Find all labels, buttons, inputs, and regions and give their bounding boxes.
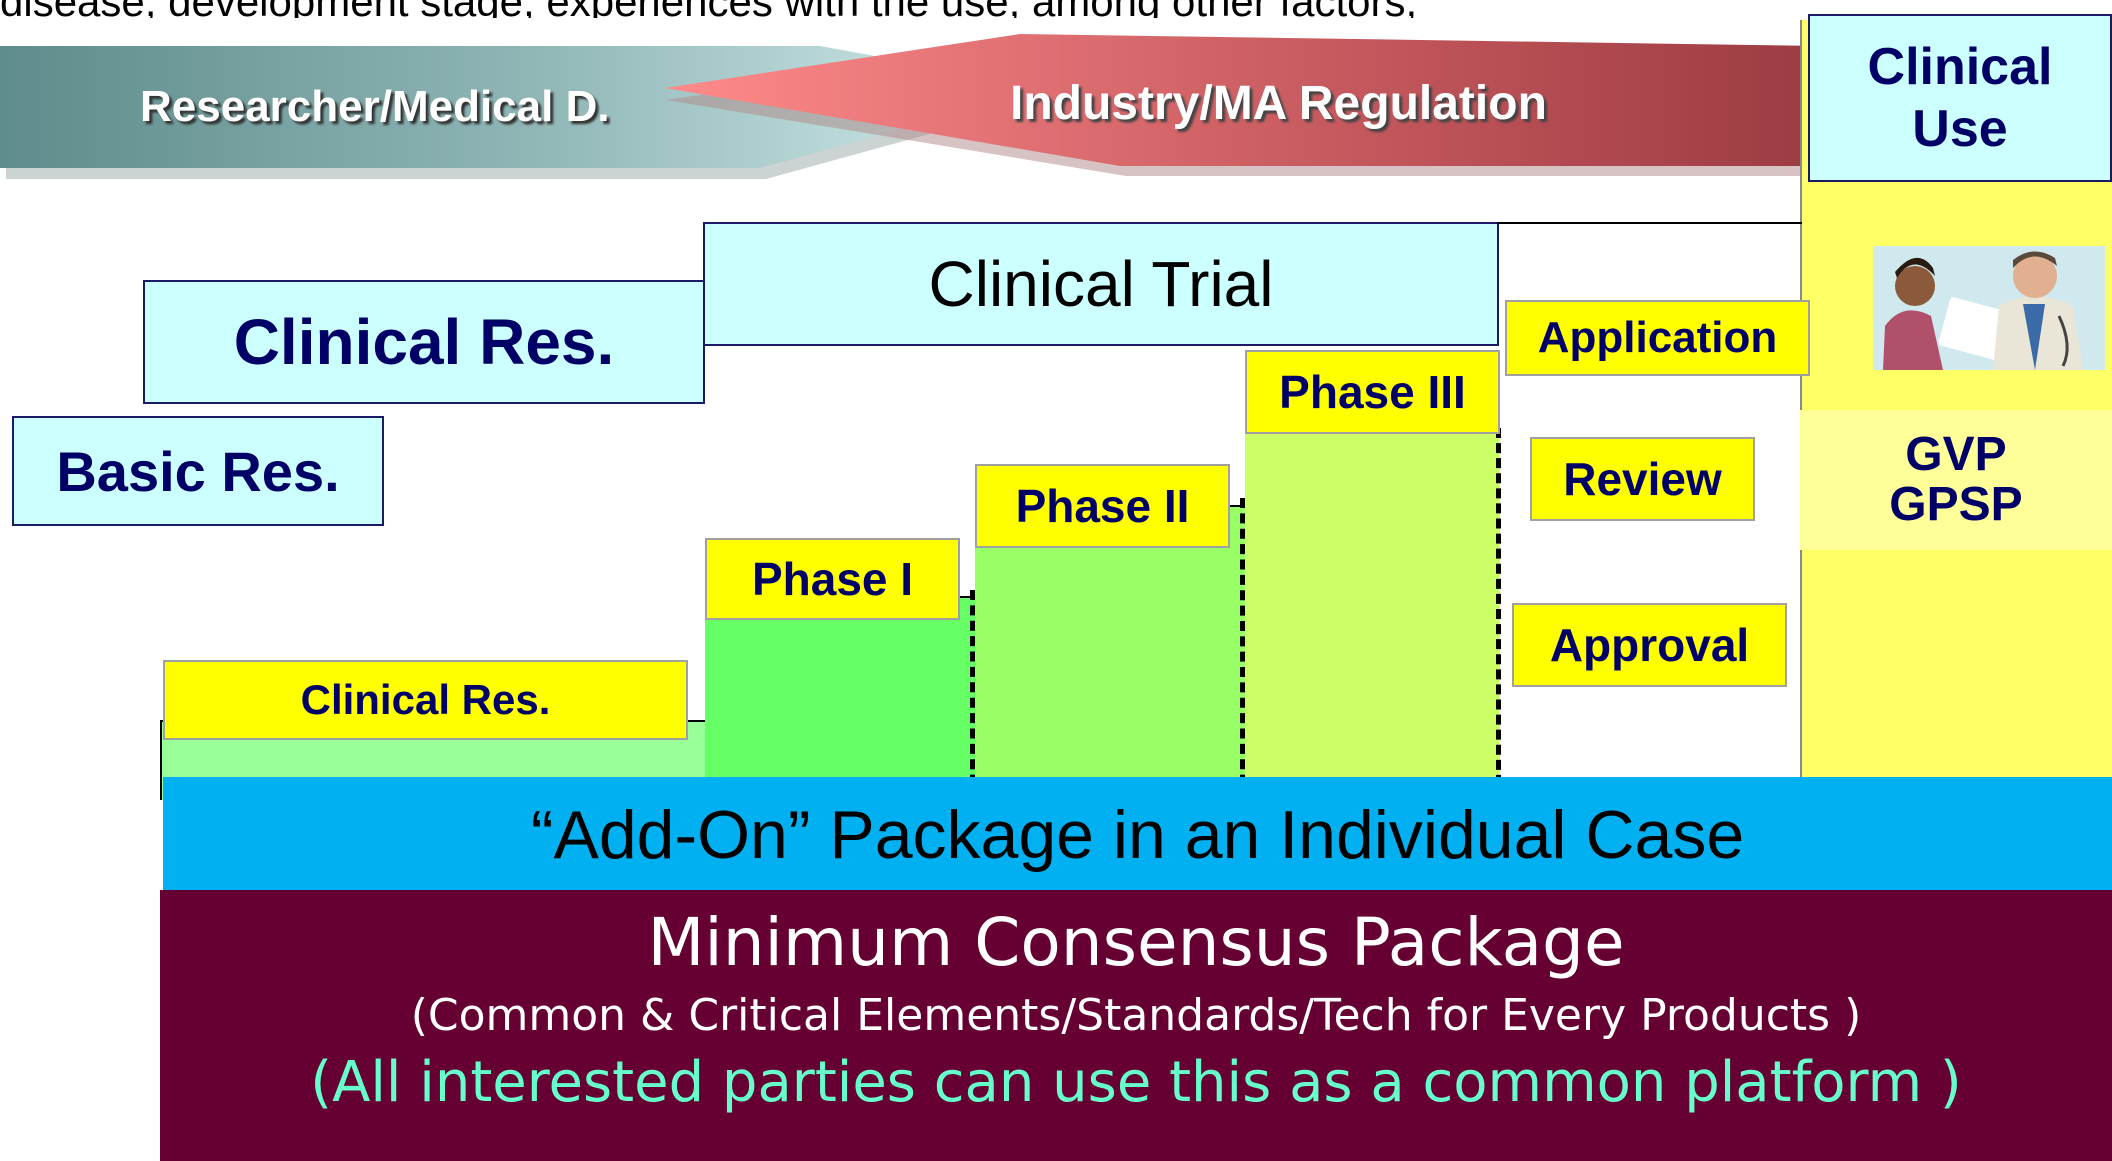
dash-1 — [970, 590, 975, 800]
gvp-band — [1800, 410, 2112, 550]
doctor-patient-illustration — [1873, 246, 2105, 370]
review-label: Review — [1530, 437, 1755, 521]
application-label: Application — [1505, 300, 1810, 376]
top-cut-text: disease, development stage, experiences … — [0, 0, 2112, 18]
basic-res-box: Basic Res. — [12, 416, 384, 526]
gvp-gpsp-label: GVP GPSP — [1889, 427, 2023, 531]
phase3-bar — [1245, 428, 1500, 800]
phase2-label: Phase II — [975, 464, 1230, 548]
minimum-title: Minimum Consensus Package — [647, 904, 1625, 981]
approval-label: Approval — [1512, 603, 1787, 687]
phase1-bar — [705, 596, 975, 800]
phase1-label: Phase I — [705, 538, 960, 620]
clinical-trial-box: Clinical Trial — [703, 222, 1499, 346]
minimum-band: Minimum Consensus Package (Common & Crit… — [160, 890, 2112, 1161]
clinical-res-small-label: Clinical Res. — [163, 660, 688, 740]
clinical-res-box: Clinical Res. — [143, 280, 705, 404]
dash-2 — [1240, 498, 1245, 800]
phase3-label: Phase III — [1245, 350, 1500, 434]
divider-line — [1497, 222, 1802, 224]
minimum-sub1: (Common & Critical Elements/Standards/Te… — [410, 990, 1862, 1041]
arrow-right-label: Industry/MA Regulation — [1010, 77, 1547, 130]
clinical-use-box: Clinical Use — [1808, 14, 2112, 182]
dash-3 — [1496, 428, 1501, 800]
arrows-graphic — [0, 34, 1830, 179]
minimum-sub2: (All interested parties can use this as … — [310, 1050, 1962, 1115]
arrow-left-label: Researcher/Medical D. — [140, 82, 610, 131]
phase2-bar — [975, 505, 1245, 800]
addon-band: “Add-On” Package in an Individual Case — [163, 777, 2112, 892]
